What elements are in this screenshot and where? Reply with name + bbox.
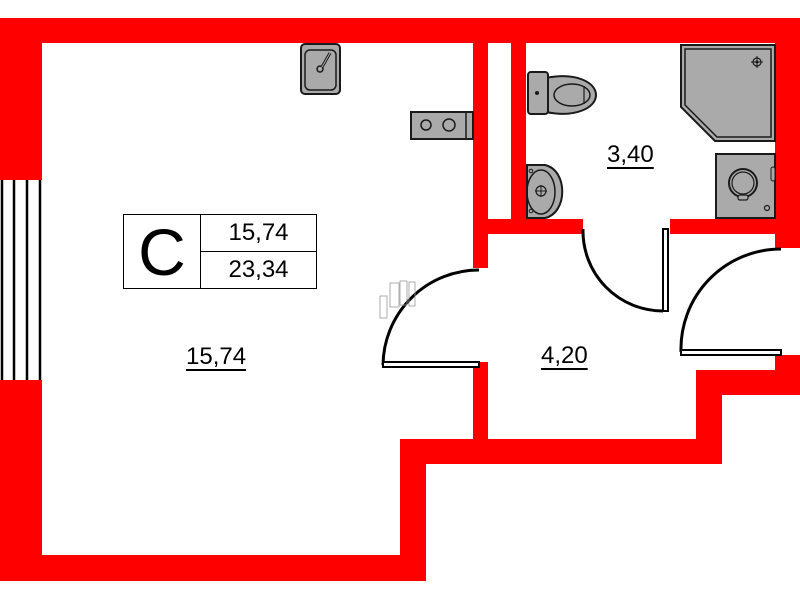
toilet-icon bbox=[527, 71, 598, 115]
wall-right-stub bbox=[775, 355, 800, 375]
legend-letter: C bbox=[124, 215, 201, 288]
cooktop-icon bbox=[410, 111, 474, 140]
wall-partition-lower bbox=[473, 362, 488, 442]
washing-machine-icon bbox=[715, 153, 776, 219]
washbasin-icon bbox=[526, 164, 564, 219]
wall-bath-left bbox=[511, 43, 526, 233]
wall-left-lower bbox=[0, 380, 42, 581]
apartment-legend: C 15,74 23,34 bbox=[123, 214, 317, 289]
wall-right bbox=[775, 18, 800, 248]
door-living-room[interactable] bbox=[381, 268, 480, 368]
door-bathroom[interactable] bbox=[581, 228, 669, 313]
room-area-hallway: 4,20 bbox=[541, 342, 588, 369]
walls bbox=[0, 18, 800, 581]
kitchen-sink-icon bbox=[300, 43, 341, 95]
wall-bath-bottom-left bbox=[473, 219, 583, 234]
room-area-bathroom: 3,40 bbox=[607, 141, 654, 168]
wall-bottom bbox=[0, 555, 426, 581]
legend-living-area: 15,74 bbox=[201, 215, 316, 252]
legend-total-area: 23,34 bbox=[228, 256, 289, 283]
ghost-door-icon bbox=[379, 280, 416, 319]
wall-top bbox=[0, 18, 800, 43]
wall-left-upper bbox=[0, 18, 42, 180]
legend-values: 15,74 23,34 bbox=[201, 215, 316, 288]
wall-bath-bottom-right bbox=[670, 219, 800, 234]
window bbox=[0, 180, 42, 380]
wall-hall-bottom bbox=[400, 439, 722, 464]
room-area-living: 15,74 bbox=[186, 343, 247, 370]
shower-tray-icon bbox=[680, 44, 776, 142]
door-entrance[interactable] bbox=[679, 247, 782, 356]
wall-partition-left bbox=[473, 43, 488, 268]
